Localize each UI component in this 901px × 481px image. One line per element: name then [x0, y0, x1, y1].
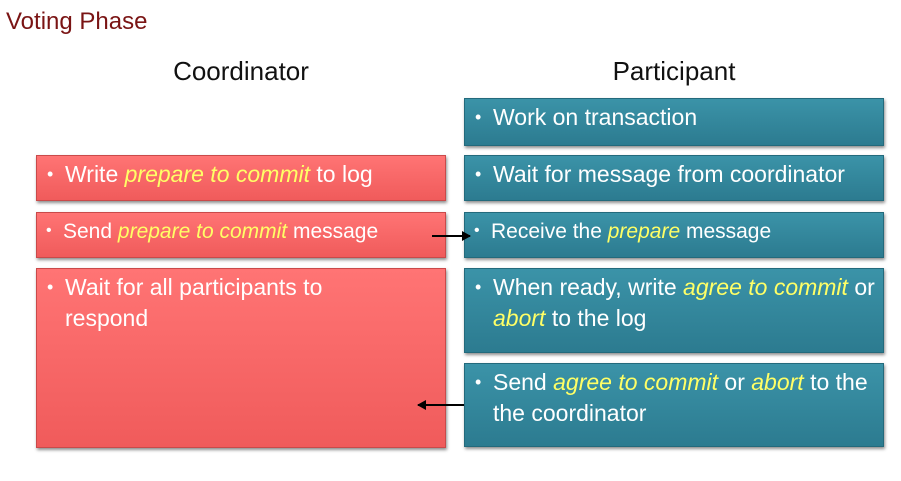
- box-text: Receive the: [491, 220, 608, 243]
- slide-title: Voting Phase: [6, 8, 148, 35]
- box-text: to log: [310, 161, 373, 187]
- highlight-text: agree to commit: [683, 274, 848, 300]
- highlight-text: abort: [493, 305, 546, 331]
- box-text: Wait for all participants to respond: [65, 274, 323, 331]
- box-text: message: [680, 220, 772, 243]
- box-text: or: [718, 369, 752, 395]
- participant-send-vote-box: • Send agree to commit or abort to the t…: [464, 363, 884, 447]
- participant-work-box: • Work on transaction: [464, 98, 884, 146]
- box-text: When ready, write: [493, 274, 684, 300]
- highlight-text: prepare: [607, 220, 681, 243]
- coordinator-write-prepare-box: • Write prepare to commit to log: [36, 155, 446, 201]
- bullet: •: [47, 277, 54, 297]
- coordinator-wait-box: • Wait for all participants to respond: [36, 268, 446, 448]
- participant-write-vote-box: • When ready, write agree to commit or a…: [464, 268, 884, 353]
- box-text: to the log: [545, 305, 647, 331]
- box-text: Send: [63, 220, 118, 243]
- box-text: message: [287, 220, 379, 243]
- box-text: Wait for message from coordinator: [493, 161, 845, 187]
- box-text: Work on transaction: [493, 104, 698, 130]
- bullet: •: [475, 164, 482, 184]
- box-text: to the the coordinator: [493, 369, 868, 426]
- bullet: •: [47, 164, 54, 184]
- highlight-text: prepare to commit: [124, 161, 310, 187]
- participant-wait-box: • Wait for message from coordinator: [464, 155, 884, 201]
- bullet: •: [46, 222, 52, 239]
- bullet: •: [474, 222, 480, 239]
- highlight-text: abort: [751, 369, 804, 395]
- coordinator-header: Coordinator: [173, 56, 309, 86]
- participant-header: Participant: [612, 56, 736, 86]
- bullet: •: [475, 372, 482, 392]
- box-text: Send: [493, 369, 554, 395]
- highlight-text: agree to commit: [553, 369, 719, 395]
- box-text: Write: [65, 161, 125, 187]
- bullet: •: [475, 277, 482, 297]
- coordinator-send-prepare-box: • Send prepare to commit message: [36, 212, 446, 258]
- highlight-text: prepare to commit: [117, 220, 288, 243]
- box-text: or: [847, 274, 875, 300]
- participant-receive-box: • Receive the prepare message: [464, 212, 884, 258]
- bullet: •: [475, 107, 482, 127]
